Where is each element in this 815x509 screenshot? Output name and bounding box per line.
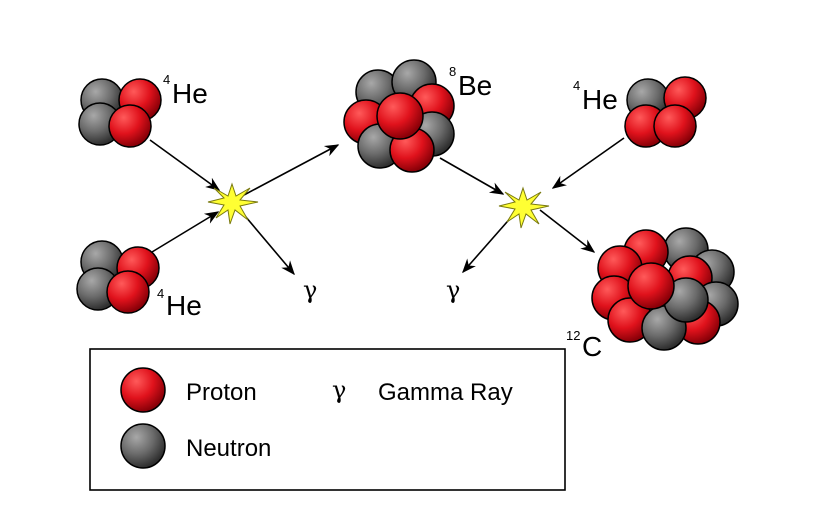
legend-neutron-swatch	[120, 423, 166, 469]
helium-4-nucleus-right	[624, 76, 707, 148]
legend-frame	[89, 348, 566, 491]
arrow-he4-top-to-flash-1	[149, 139, 221, 191]
label-be8: 8Be	[449, 64, 492, 101]
legend-gamma-label: Gamma Ray	[378, 379, 513, 406]
helium-4-nucleus-top	[78, 78, 162, 148]
arrow-be8-to-flash-2	[439, 157, 505, 195]
label-he4-right: 4He	[573, 78, 618, 115]
arrow-flash-2-to-gamma	[462, 213, 515, 274]
gamma-symbol: γ	[446, 276, 460, 304]
fusion-flash-icon	[207, 182, 259, 225]
legend-gamma-symbol: γ	[332, 376, 346, 404]
helium-4-nucleus-bottom	[76, 240, 160, 314]
label-he4-top: 4He	[163, 72, 208, 109]
legend-proton-label: Proton	[186, 379, 257, 406]
carbon-12-nucleus	[591, 227, 739, 351]
legend-proton-swatch	[120, 367, 166, 413]
beryllium-8-nucleus	[343, 59, 455, 173]
fusion-flash-icon	[498, 186, 550, 229]
arrow-he4-bottom-to-flash-1	[151, 211, 220, 253]
gamma-symbol: γ	[303, 276, 317, 304]
legend-neutron-label: Neutron	[186, 435, 271, 462]
reaction-arrows	[149, 137, 625, 276]
arrow-flash-2-to-c12	[539, 209, 596, 253]
label-he4-bottom: 4He	[157, 286, 202, 321]
arrow-flash-1-to-be8	[243, 144, 340, 196]
legend: Proton Neutron γ Gamma Ray	[89, 348, 566, 491]
arrow-flash-1-to-gamma	[239, 209, 295, 276]
label-c12: 12C	[566, 328, 602, 362]
arrow-he4-right-to-flash-2	[551, 137, 625, 189]
